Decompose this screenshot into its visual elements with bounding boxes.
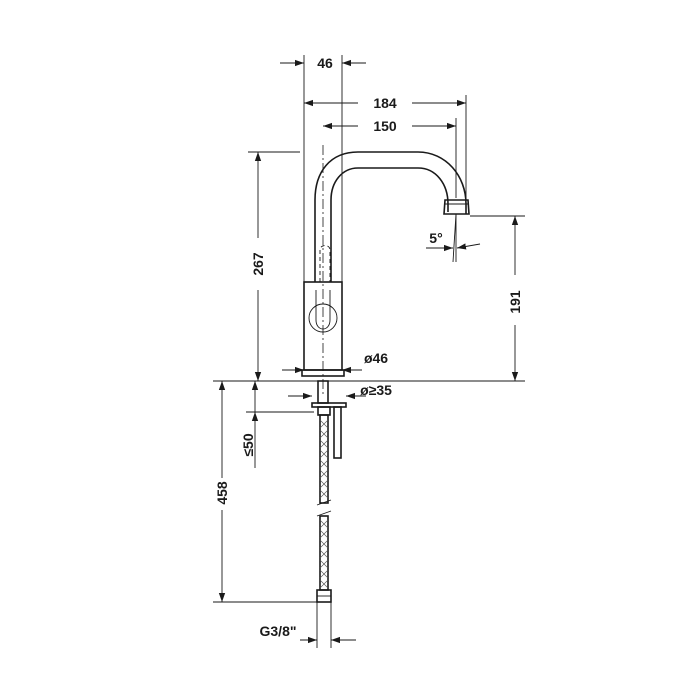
aerator bbox=[443, 199, 470, 215]
dimension-label: 46 bbox=[317, 55, 333, 71]
dimension-spout-reach: 150 bbox=[323, 118, 457, 198]
dimension-label: 191 bbox=[507, 290, 523, 314]
spout-inner-contour bbox=[330, 167, 449, 282]
dimension-overall-reach: 184 bbox=[304, 95, 467, 198]
hose-break-bottom bbox=[316, 510, 332, 517]
angle-reference bbox=[452, 213, 457, 263]
dimension-hole-diameter: ø≥35 bbox=[288, 382, 392, 400]
hose-break-top bbox=[316, 499, 332, 506]
dimension-label: ø46 bbox=[364, 350, 388, 366]
dimension-spout-angle: 5° bbox=[426, 213, 481, 263]
dimension-body-diameter: ø46 bbox=[282, 350, 388, 374]
dimension-label: ø≥35 bbox=[360, 382, 392, 398]
dimension-handle-offset: 46 bbox=[280, 55, 366, 282]
fixing-nut bbox=[317, 406, 331, 416]
dimension-label: 184 bbox=[373, 95, 397, 111]
lever-handle bbox=[319, 245, 331, 282]
faucet-outline bbox=[213, 145, 525, 603]
dimension-spout-outlet-height: 191 bbox=[470, 215, 525, 381]
dimension-connection-thread: G3/8" bbox=[260, 602, 356, 648]
dimension-arrow bbox=[456, 243, 481, 250]
dimension-max-deck-thickness: ≤50 bbox=[240, 381, 314, 468]
cartridge-outline bbox=[315, 290, 331, 330]
dimension-height-above-deck: 267 bbox=[248, 151, 300, 381]
hose-lower-braid bbox=[319, 519, 329, 589]
hose-upper bbox=[319, 414, 329, 504]
dimension-label: 5° bbox=[429, 230, 442, 246]
dimension-label: 150 bbox=[373, 118, 397, 134]
dimension-label: ≤50 bbox=[240, 433, 256, 456]
dimension-label: 267 bbox=[250, 252, 266, 276]
dimension-label: 458 bbox=[214, 481, 230, 505]
hose-upper-braid bbox=[319, 419, 329, 499]
dimension-hose-length: 458 bbox=[213, 381, 330, 603]
cartridge-circle bbox=[308, 303, 338, 333]
threaded-rod bbox=[333, 406, 342, 459]
spout-outer-contour bbox=[314, 151, 467, 282]
dimension-label: G3/8" bbox=[260, 623, 297, 639]
